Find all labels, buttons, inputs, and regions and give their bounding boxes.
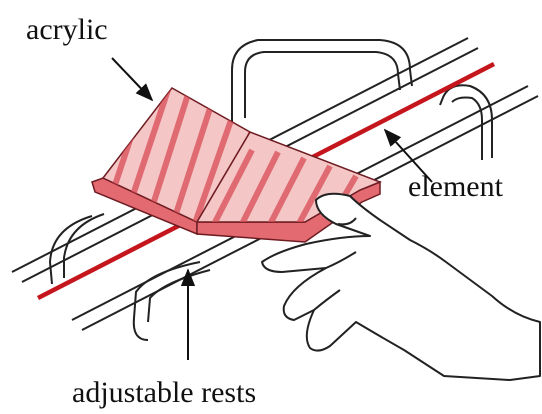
label-adjustable-rests: adjustable rests <box>72 376 256 409</box>
label-acrylic: acrylic <box>26 13 108 46</box>
acrylic-arrow <box>112 58 152 100</box>
label-element: element <box>408 170 504 203</box>
